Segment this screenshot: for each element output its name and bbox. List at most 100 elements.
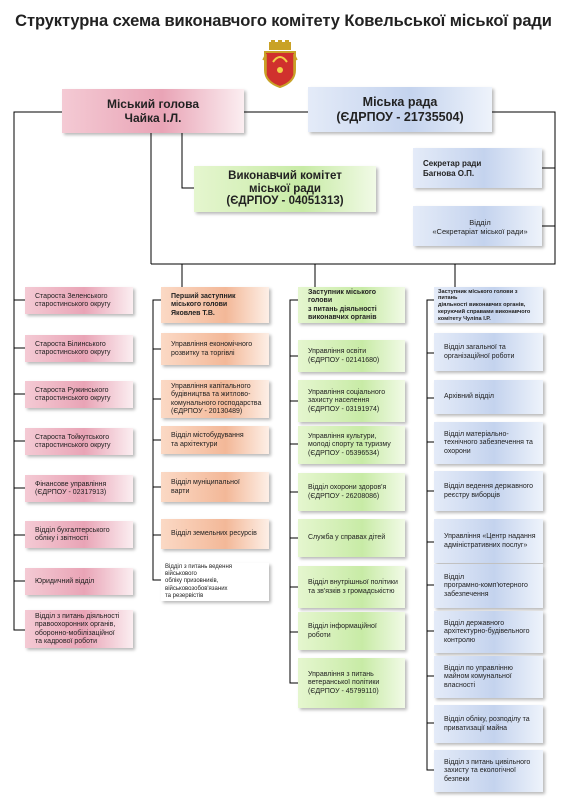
mayor-name: Чайка І.Л.: [124, 111, 182, 125]
committee-code: (ЄДРПОУ - 04051313): [226, 195, 344, 208]
col4-unit-label: Архівний відділ: [444, 393, 494, 401]
col4-unit-label: контролю: [444, 636, 476, 644]
col4-unit-label: Відділ загальної та: [444, 344, 506, 352]
first-deputy-line-3: Яковлев Т.В.: [171, 309, 215, 317]
col1-unit-label: обліку і звітності: [35, 535, 89, 542]
secretariat-department-box: Відділ «Секретаріат міської ради»: [413, 206, 542, 246]
col4-unit-label: Відділ обліку, розподілу та: [444, 716, 530, 724]
col4-unit-label: Відділ по управлінню: [444, 664, 513, 672]
council-secretary-box: Секретар ради Багнова О.П.: [413, 148, 542, 188]
col4-unit-label: технічного забезпечення та: [444, 439, 533, 447]
deputy-executive-line-3: виконавчих органів: [308, 313, 377, 321]
col1-unit-label: оборонно-мобілізаційної: [35, 629, 115, 637]
col1-unit-label: Фінансове управління: [35, 480, 107, 488]
deputy-executive-box: Заступник міського голови з питань діяль…: [298, 287, 405, 323]
col1-unit-label: Староста Ружинського: [35, 386, 109, 394]
secretariat-name: «Секретаріат міської ради»: [432, 226, 528, 236]
col1-unit-label: та кадрової роботи: [35, 637, 98, 645]
col2-unit-label: будівництва та житлово-: [171, 391, 251, 399]
deputy-affairs-line-4: комітету Чуліпа І.Р.: [438, 315, 491, 322]
executive-committee-box: Виконавчий комітет міської ради (ЄДРПОУ …: [194, 166, 376, 212]
col4-unit-box: Відділ матеріально-технічного забезпечен…: [434, 422, 543, 464]
col3-unit-label: Служба у справах дітей: [308, 534, 386, 542]
secretary-name: Багнова О.П.: [423, 168, 475, 178]
col2-unit-label: та резервістів: [165, 592, 204, 599]
col1-unit-label: старостинського округу: [35, 301, 111, 308]
council-title: Міська рада: [362, 94, 438, 109]
col1-unit-label: Відділ бухгалтерського: [35, 526, 110, 534]
col3-unit-label: роботи: [308, 631, 331, 639]
col1-unit-box: Юридичний відділ: [25, 568, 133, 595]
col4-unit-label: організаційної роботи: [444, 352, 515, 360]
col4-unit-label: власності: [444, 681, 476, 689]
col4-unit-label: Відділ матеріально-: [444, 430, 509, 438]
deputy-affairs-line-3: керуючий справами виконавчого: [438, 308, 531, 315]
secretary-title: Секретар ради: [423, 158, 482, 168]
col3-unit-label: (ЄДРПОУ - 02141680): [308, 356, 380, 364]
col1-unit-label: Староста Тойкутського: [35, 433, 110, 441]
col3-unit-label: Відділ внутрішньої політики: [308, 579, 398, 587]
col4-unit-label: забезпечення: [444, 590, 489, 598]
col1-unit-label: правоохоронних органів,: [35, 621, 116, 629]
col4-unit-label: захисту та екологічної: [444, 767, 516, 775]
col3-unit-label: Відділ охорони здоров'я: [308, 484, 387, 492]
col4-unit-label: програмно-комп'ютерного: [444, 582, 528, 590]
col4-unit-label: Відділ: [444, 573, 465, 581]
col2-unit-label: військовозобов'язаних: [165, 585, 228, 592]
col3-unit-label: Управління з питань: [308, 670, 374, 678]
deputy-executive-line-1: Заступник міського голови: [308, 288, 376, 305]
col2-unit-label: Відділ земельних ресурсів: [171, 530, 257, 538]
deputy-affairs-line-2: діяльності виконавчих органів,: [438, 302, 526, 309]
col1-unit-label: Відділ з питань діяльності: [35, 612, 120, 620]
col4-unit-label: Відділ ведення державного: [444, 483, 534, 491]
col3-unit-label: (ЄДРПОУ - 26208086): [308, 492, 380, 500]
col4-unit-label: безпеки: [444, 775, 470, 783]
col3-unit-label: Управління культури,: [308, 432, 377, 440]
col4-unit-label: архітектурно-будівельного: [444, 628, 530, 636]
col3-unit-label: молоді спорту та туризму: [308, 441, 391, 449]
col4-unit-label: реєстру виборців: [444, 491, 501, 499]
col1-unit-label: старостинського округу: [35, 349, 111, 356]
coat-of-arms-icon: [262, 40, 298, 88]
page-title: Структурна схема виконавчого комітету Ко…: [15, 12, 552, 30]
col1-unit-label: старостинського округу: [35, 395, 111, 402]
col1-unit-label: Староста Білинського: [35, 340, 106, 348]
first-deputy-box: Перший заступник міського голови Яковлев…: [161, 287, 269, 323]
col3-unit-label: ветеранської політики: [308, 679, 380, 687]
col2-unit-label: та архітектури: [171, 440, 218, 448]
col3-unit-label: захисту населення: [308, 397, 370, 405]
col2-unit-label: обліку призовників,: [165, 578, 219, 585]
col1-unit-label: Юридичний відділ: [35, 577, 95, 585]
mayor-title: Міський голова: [106, 96, 200, 111]
col1-unit-label: старостинського округу: [35, 442, 111, 449]
col3-unit-box: Управління культури,молоді спорту та тур…: [298, 426, 405, 464]
col2-unit-label: Відділ з питань ведення військового: [165, 564, 233, 578]
col3-unit-label: Управління соціального: [308, 388, 386, 396]
deputy-affairs-manager-box: Заступник міського голови з питань діяль…: [434, 287, 543, 323]
col1-unit-box: Фінансове управління(ЄДРПОУ - 02317913): [25, 475, 133, 502]
deputy-affairs-line-1: Заступник міського голови з питань: [438, 288, 518, 302]
col4-unit-label: адміністративних послуг»: [444, 541, 528, 549]
col4-unit-label: приватизації майна: [444, 724, 508, 732]
